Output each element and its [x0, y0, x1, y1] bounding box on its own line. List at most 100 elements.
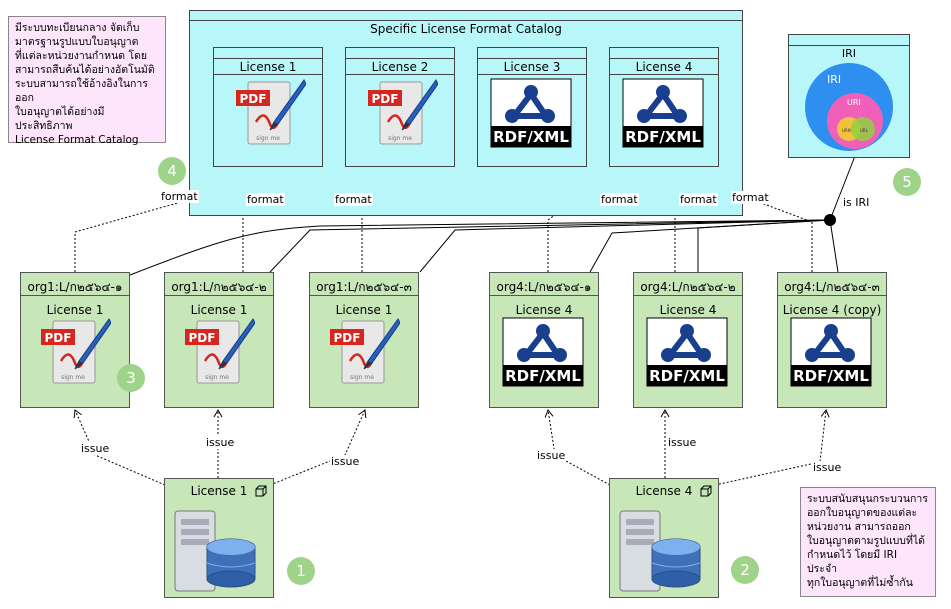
iri-edge-2	[269, 219, 831, 273]
svg-text:sign me: sign me	[350, 374, 374, 381]
format-label: format	[600, 193, 639, 206]
iri-box[interactable]: IRI IRI URI URN URL	[788, 34, 910, 158]
license-instance[interactable]: org4:L/ก๒๕๖๔-๒ License 4 RDF/XML	[633, 272, 743, 408]
iri-edge-5	[697, 219, 831, 272]
svg-text:IRI: IRI	[827, 73, 841, 86]
issue-label: issue	[667, 436, 698, 449]
catalog-note: มีระบบทะเบียนกลาง จัดเก็บ มาตรฐานรูปแบบใ…	[8, 16, 166, 146]
svg-text:PDF: PDF	[240, 92, 267, 106]
rdf-xml-icon: RDF/XML	[790, 317, 872, 390]
svg-text:URL: URL	[860, 128, 869, 133]
svg-text:PDF: PDF	[45, 331, 72, 345]
issue-edge-3	[269, 409, 367, 486]
format-label: format	[334, 193, 373, 206]
note-line: ใบอนุญาตตามรูปแบบที่ได้	[807, 535, 925, 547]
pdf-sign-icon: PDF sign me	[183, 317, 256, 388]
note-line: ระบบสนับสนุนกระบวนการ	[807, 493, 928, 505]
format-box[interactable]: License 3 RDF/XML	[477, 47, 587, 167]
note-line: มีระบบทะเบียนกลาง จัดเก็บ	[15, 22, 140, 34]
iri-edge-3	[419, 219, 831, 273]
format-label: License 3	[503, 60, 561, 74]
step-badge: 1	[287, 557, 315, 585]
issue-label: issue	[812, 461, 843, 474]
license-instance[interactable]: org1:L/ก๒๕๖๔-๓ License 1 PDF sign me	[309, 272, 419, 408]
license-label: License 4 (copy)	[782, 303, 882, 317]
format-label: format	[731, 191, 770, 204]
license-instance[interactable]: org4:L/ก๒๕๖๔-๑ License 4 RDF/XML	[489, 272, 599, 408]
svg-text:URN: URN	[842, 128, 851, 133]
rdf-xml-icon: RDF/XML	[646, 317, 728, 390]
format-box[interactable]: License 2 PDF sign me	[345, 47, 455, 167]
pdf-sign-icon: PDF sign me	[366, 78, 439, 149]
license-id: org4:L/ก๒๕๖๔-๑	[496, 280, 592, 294]
pdf-sign-icon: PDF sign me	[328, 317, 401, 388]
format-label: License 1	[239, 60, 297, 74]
issue-label: issue	[80, 442, 111, 455]
svg-text:PDF: PDF	[372, 92, 399, 106]
database-server-icon	[616, 503, 706, 598]
license-id: org1:L/ก๒๕๖๔-๒	[171, 280, 267, 294]
step-badge: 3	[117, 364, 145, 392]
format-label: License 2	[371, 60, 429, 74]
format-box[interactable]: License 1 PDF sign me	[213, 47, 323, 167]
svg-text:sign me: sign me	[205, 374, 229, 381]
issue-edge-1	[73, 409, 166, 486]
note-line: ใบอนุญาตได้อย่างมีประสิทธิภาพ	[15, 106, 105, 132]
svg-text:RDF/XML: RDF/XML	[505, 367, 581, 385]
svg-text:PDF: PDF	[334, 331, 361, 345]
note-line: ที่แต่ละหน่วยงานกำหนด โดย	[15, 50, 148, 62]
license-issuer-system[interactable]: License 4	[609, 478, 719, 598]
license-instance[interactable]: org1:L/ก๒๕๖๔-๑ License 1 PDF sign me	[20, 272, 130, 408]
component-icon	[698, 485, 712, 502]
format-label: format	[679, 193, 718, 206]
issuing-note: ระบบสนับสนุนกระบวนการ ออกใบอนุญาตของแต่ล…	[800, 487, 936, 597]
issue-label: issue	[536, 449, 567, 462]
issue-label: issue	[330, 455, 361, 468]
svg-text:RDF/XML: RDF/XML	[625, 128, 701, 146]
svg-text:RDF/XML: RDF/XML	[493, 128, 569, 146]
step-badge: 2	[731, 556, 759, 584]
license-id: org4:L/ก๒๕๖๔-๒	[640, 280, 736, 294]
license-label: License 1	[190, 303, 248, 317]
issue-label: issue	[205, 436, 236, 449]
rdf-xml-icon: RDF/XML	[502, 317, 584, 390]
system-label: License 1	[190, 484, 248, 498]
format-label: License 4	[635, 60, 693, 74]
note-line: ทุกใบอนุญาตที่ไม่ซ้ำกัน	[807, 577, 913, 589]
iri-venn-icon: IRI URI URN URL	[805, 63, 893, 151]
format-label: format	[160, 190, 199, 203]
svg-text:RDF/XML: RDF/XML	[649, 367, 725, 385]
note-line: License Format Catalog	[15, 134, 139, 146]
iri-edge-main	[829, 155, 856, 221]
note-line: กำหนดไว้ โดยมี IRI ประจำ	[807, 549, 898, 575]
license-id: org4:L/ก๒๕๖๔-๓	[784, 280, 880, 294]
svg-text:RDF/XML: RDF/XML	[793, 367, 869, 385]
note-line: หน่วยงาน สามารถออก	[807, 521, 911, 533]
issue-edge-6	[714, 408, 830, 486]
rdf-xml-icon: RDF/XML	[490, 78, 572, 151]
component-icon	[253, 485, 267, 502]
iri-title: IRI	[841, 47, 857, 60]
license-label: License 1	[46, 303, 104, 317]
step-badge: 5	[893, 168, 921, 196]
license-label: License 4	[515, 303, 573, 317]
license-label: License 4	[659, 303, 717, 317]
note-line: มาตรฐานรูปแบบใบอนุญาต	[15, 36, 139, 48]
step-badge: 4	[158, 157, 186, 185]
pdf-sign-icon: PDF sign me	[234, 78, 307, 149]
issue-edge-4	[544, 409, 611, 486]
iri-edge-4	[589, 219, 831, 273]
svg-text:sign me: sign me	[388, 135, 412, 142]
svg-text:sign me: sign me	[256, 135, 280, 142]
format-label: format	[246, 193, 285, 206]
note-line: ระบบสามารถใช้อ้างอิงในการออก	[15, 78, 148, 104]
catalog-title: Specific License Format Catalog	[370, 22, 562, 36]
format-box[interactable]: License 4 RDF/XML	[609, 47, 719, 167]
pdf-sign-icon: PDF sign me	[39, 317, 112, 388]
svg-text:sign me: sign me	[61, 374, 85, 381]
license-instance[interactable]: org1:L/ก๒๕๖๔-๒ License 1 PDF sign me	[164, 272, 274, 408]
is-iri-label: is IRI	[842, 196, 871, 209]
license-instance[interactable]: org4:L/ก๒๕๖๔-๓ License 4 (copy) RDF/XML	[777, 272, 887, 408]
svg-text:URI: URI	[847, 98, 861, 107]
license-issuer-system[interactable]: License 1	[164, 478, 274, 598]
